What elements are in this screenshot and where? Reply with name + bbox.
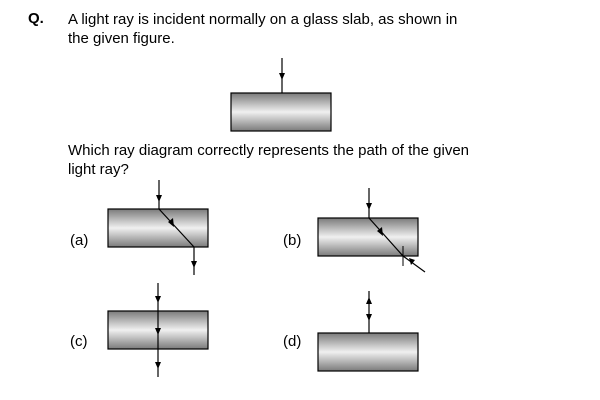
emergent-ray <box>402 255 426 273</box>
prompt-line-1: Which ray diagram correctly represents t… <box>68 142 470 159</box>
arrowhead <box>191 261 197 268</box>
question-prompt: Which ray diagram correctly represents t… <box>68 141 568 179</box>
option-a-label: (a) <box>70 232 89 249</box>
arrowhead <box>409 258 415 265</box>
question-stem: A light ray is incident normally on a gl… <box>68 10 568 48</box>
arrowhead <box>366 203 372 210</box>
refracted-ray <box>158 208 195 248</box>
stem-line-2: the given figure. <box>68 30 175 47</box>
question-number: Q. <box>28 10 44 27</box>
arrowhead <box>155 296 161 303</box>
arrowhead <box>377 227 383 236</box>
option-b-diagram <box>317 188 426 273</box>
refracted-ray <box>368 217 404 257</box>
option-c-label: (c) <box>70 333 88 350</box>
option-d-diagram <box>317 291 419 372</box>
arrowhead-down <box>366 314 372 321</box>
option-b-label: (b) <box>283 232 302 249</box>
arrowhead-up <box>366 297 372 304</box>
glass-slab <box>107 208 209 248</box>
stem-line-1: A light ray is incident normally on a gl… <box>68 11 458 28</box>
prompt-line-2: light ray? <box>68 161 129 178</box>
option-d-label: (d) <box>283 333 302 350</box>
glass-slab <box>317 332 419 372</box>
glass-slab <box>317 217 419 257</box>
glass-slab <box>230 92 332 132</box>
option-a-diagram <box>107 180 209 275</box>
arrowhead <box>155 328 161 335</box>
arrowhead <box>279 73 285 80</box>
arrowhead <box>168 218 174 227</box>
arrowhead <box>156 195 162 202</box>
main-figure <box>230 58 332 132</box>
option-c-diagram <box>107 283 209 377</box>
arrowhead <box>155 362 161 369</box>
